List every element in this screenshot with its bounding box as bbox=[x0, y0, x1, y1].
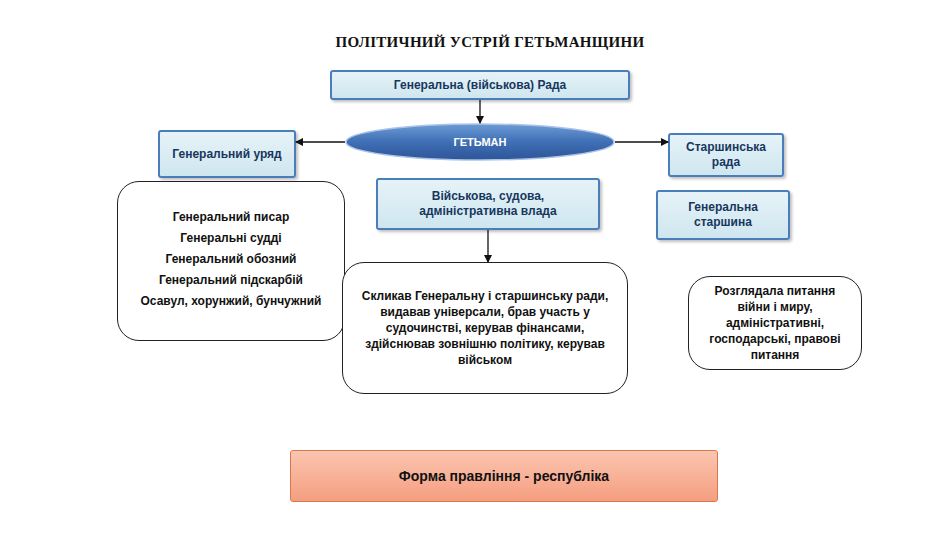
arrow-connector bbox=[296, 141, 345, 142]
node-text: Генеральна (військова) Рада bbox=[394, 78, 566, 93]
diagram-title: ПОЛІТИЧНИЙ УСТРІЙ ГЕТЬМАНЩИНИ bbox=[250, 34, 730, 51]
node-text: Генеральний уряд bbox=[172, 147, 281, 162]
node-text: Військова, судова, адміністративна влада bbox=[384, 189, 592, 219]
officers-box: Генеральна старшина bbox=[656, 190, 790, 240]
form-band: Форма правління - республіка bbox=[290, 450, 718, 502]
arrow-connector bbox=[487, 230, 488, 262]
node-text: Генеральний підскарбій bbox=[159, 272, 303, 288]
node-text: Генеральний писар bbox=[173, 209, 290, 225]
node-text: Скликав Генеральну і старшинську ради, в… bbox=[355, 288, 615, 368]
description-box: Розглядала питання війни і миру, адмініс… bbox=[688, 276, 862, 370]
node-text: Генеральні судді bbox=[180, 230, 281, 246]
node-text: Генеральний обозний bbox=[165, 251, 296, 267]
power-box: Військова, судова, адміністративна влада bbox=[376, 178, 600, 230]
list-box: Генеральний писарГенеральні суддіГенерал… bbox=[117, 181, 345, 341]
council-box: Старшинська рада bbox=[668, 133, 784, 177]
node-text: ГЕТЬМАН bbox=[454, 136, 507, 148]
arrow-connector bbox=[615, 141, 668, 142]
description-box: Скликав Генеральну і старшинську ради, в… bbox=[342, 262, 628, 394]
hetman-ellipse: ГЕТЬМАН bbox=[345, 123, 615, 161]
government-box: Генеральний уряд bbox=[158, 130, 296, 178]
council-box: Генеральна (військова) Рада bbox=[330, 70, 630, 100]
node-text: Розглядала питання війни і миру, адмініс… bbox=[701, 283, 849, 363]
arrow-connector bbox=[479, 100, 480, 123]
node-text: Старшинська рада bbox=[676, 140, 776, 170]
node-text: Осавул, хорунжий, бунчужний bbox=[141, 293, 322, 309]
node-text: Генеральна старшина bbox=[664, 200, 782, 230]
node-text: Форма правління - республіка bbox=[399, 468, 609, 484]
